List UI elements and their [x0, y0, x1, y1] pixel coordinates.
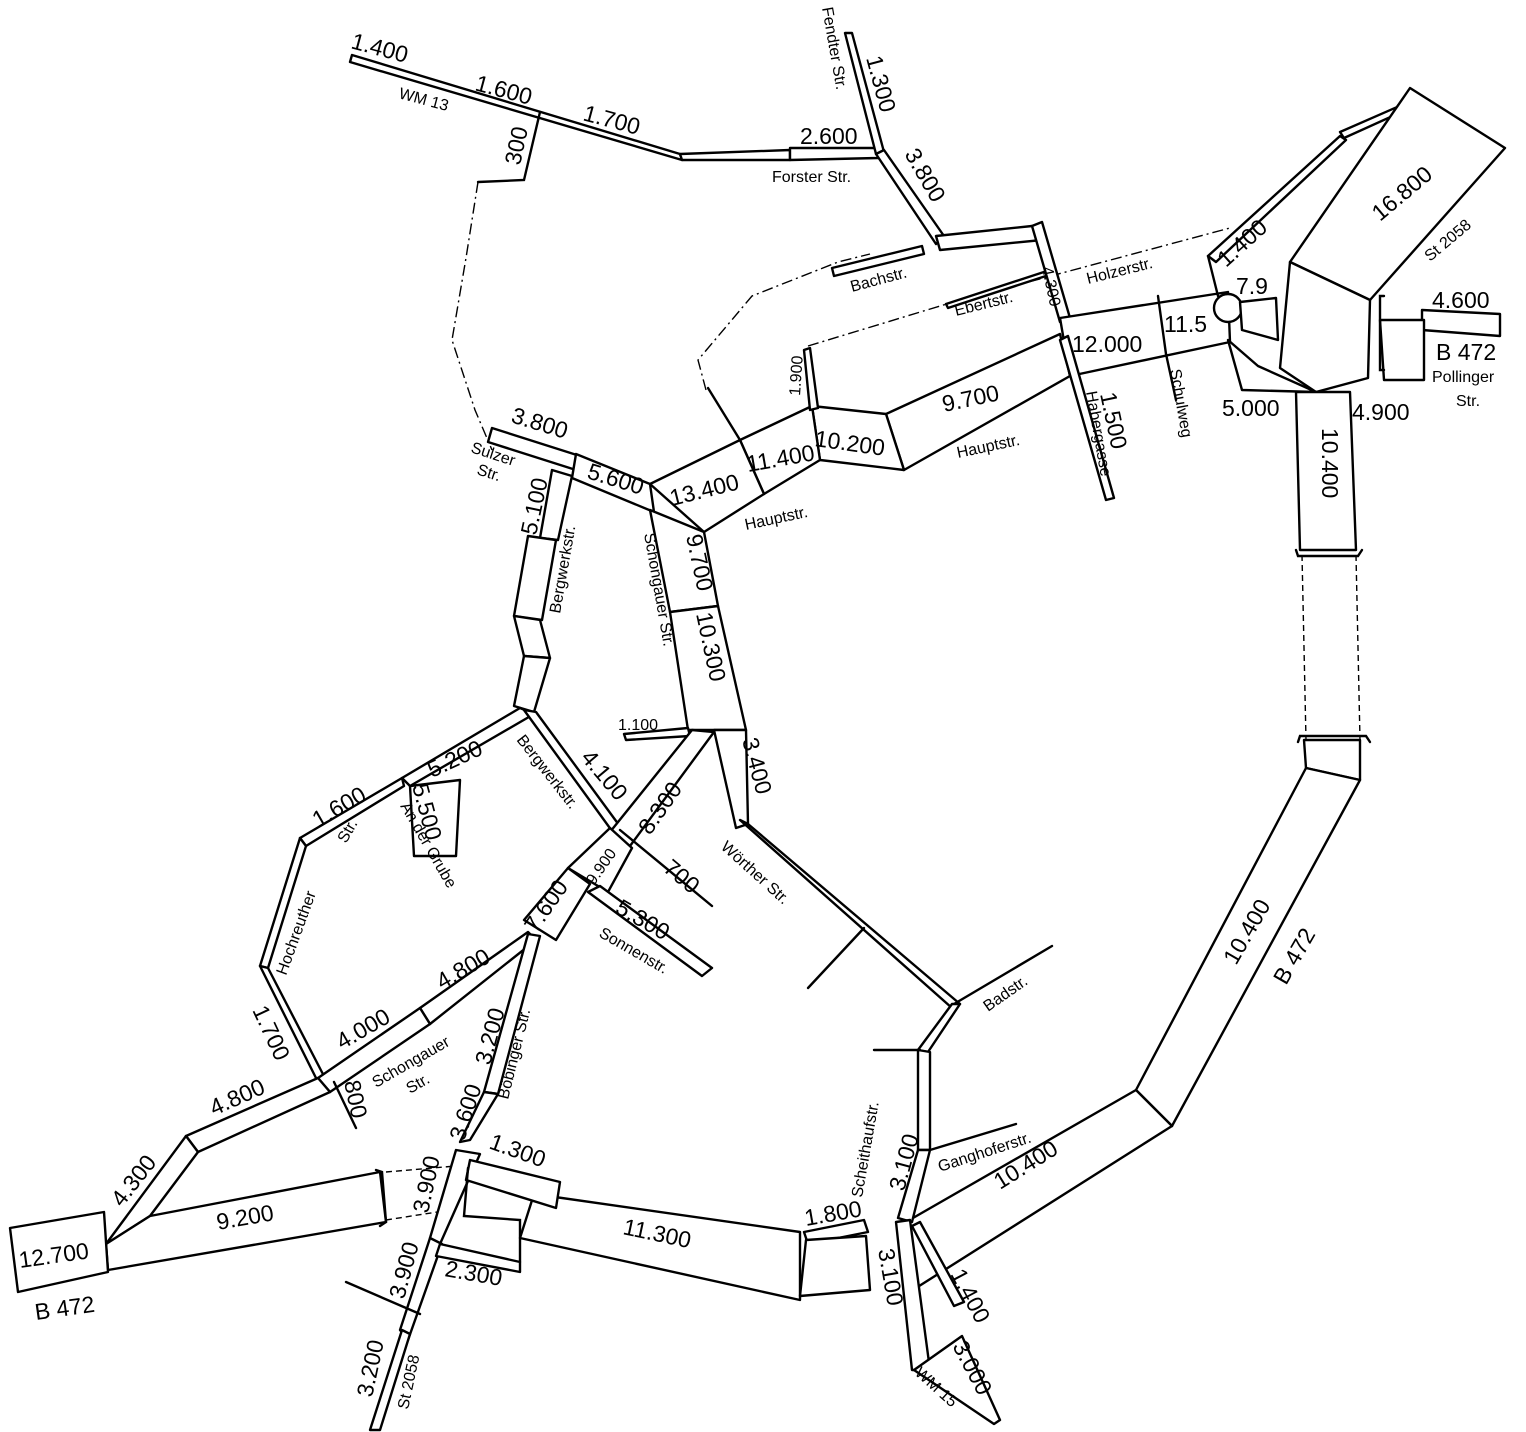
road-b472-east-link	[1378, 318, 1426, 382]
road-sonnenstr	[586, 884, 714, 978]
road-b472-east	[1420, 308, 1502, 338]
street-label: B 472	[1436, 339, 1496, 365]
road-bachstr	[830, 244, 926, 278]
road-3600	[458, 1090, 500, 1144]
road-ne-link	[1206, 254, 1220, 298]
road-700	[618, 828, 714, 908]
road-bergwerkstr-mid	[512, 534, 558, 622]
road-800	[332, 1080, 358, 1130]
bracket-marks	[374, 294, 1386, 1228]
street-label: Fendter Str.	[818, 6, 849, 91]
road-b472-south	[1294, 390, 1358, 552]
road-scheithauf-top	[916, 1002, 962, 1054]
road-2300	[434, 1242, 522, 1274]
traffic-value: 1.900	[787, 355, 807, 396]
street-label: Hauptstr.	[743, 504, 809, 534]
traffic-value: 4.100	[576, 745, 633, 806]
street-label: B 472	[33, 1291, 96, 1325]
traffic-value: 4.600	[1432, 287, 1490, 313]
road-bergwerkstr-low	[512, 654, 552, 714]
road-7600	[522, 866, 592, 942]
traffic-value: 5.200	[423, 735, 486, 783]
road-ne-1400	[1206, 134, 1348, 264]
road-9900	[566, 826, 634, 894]
road-st2058-end	[368, 1328, 412, 1432]
traffic-value: 11.5	[1164, 311, 1207, 337]
road-11300	[518, 1192, 802, 1302]
street-label: Str.	[1456, 393, 1480, 410]
road-habergasse	[1058, 334, 1116, 502]
road-hauptstr-13400	[648, 438, 766, 534]
road-badstr	[952, 944, 1054, 1006]
street-label: Pollinger	[1432, 369, 1495, 386]
road-wm15	[912, 1334, 1002, 1426]
road-bergwerkstr-mid2	[512, 614, 552, 660]
road-1900-spur	[706, 386, 742, 442]
street-label: Wörther Str.	[717, 838, 792, 908]
traffic-value: 4.900	[1352, 399, 1410, 425]
street-label: Str.	[475, 462, 503, 486]
road-3100	[896, 1148, 932, 1224]
street-label: Holzerstr.	[1085, 255, 1155, 288]
traffic-value: 5.000	[1222, 395, 1280, 421]
road-5500	[408, 778, 462, 858]
traffic-value: 4.300	[1038, 265, 1063, 308]
street-label: Badstr.	[981, 973, 1032, 1015]
traffic-values: 1.400 1.600 300 1.700 1.300 2.600 3.800 …	[17, 28, 1489, 1399]
road-junction-east	[1278, 260, 1372, 394]
street-label: Forster Str.	[772, 169, 851, 186]
road-b472-west	[8, 1210, 110, 1294]
road-loop	[462, 1166, 522, 1264]
road-b472-southwest	[904, 1088, 1174, 1290]
road-7900	[1238, 296, 1280, 342]
traffic-value: 800	[339, 1078, 372, 1121]
road-bergwerkstr-north	[538, 468, 574, 542]
road-ganghofer	[928, 1122, 1018, 1152]
road-st2058-spur	[344, 1280, 422, 1316]
road-11300-east	[798, 1234, 872, 1298]
road-forster	[788, 146, 880, 162]
road-woerther-spur	[806, 926, 866, 990]
road-scheithauf	[916, 1048, 932, 1152]
road-1400-se	[910, 1220, 966, 1308]
road-1900	[802, 346, 820, 412]
road-bachstr-link	[934, 224, 1044, 252]
road-woerther	[738, 818, 962, 1010]
road-schulweg	[1156, 294, 1178, 402]
road-wm13-spur	[476, 110, 542, 184]
road-wm13-east	[678, 148, 792, 162]
traffic-value: 12.000	[1072, 331, 1142, 357]
traffic-value: 10.400	[1317, 428, 1343, 498]
street-label: Schulweg	[1166, 368, 1195, 439]
street-label: Scheithaufstr.	[849, 1100, 883, 1198]
street-label: Str.	[404, 1071, 433, 1098]
road-1300	[464, 1158, 562, 1210]
traffic-value: 700	[659, 854, 705, 899]
traffic-value: 1.100	[618, 717, 658, 734]
traffic-value: 2.600	[800, 123, 858, 149]
road-network	[8, 31, 1507, 1432]
traffic-value: 7.9	[1236, 273, 1268, 299]
